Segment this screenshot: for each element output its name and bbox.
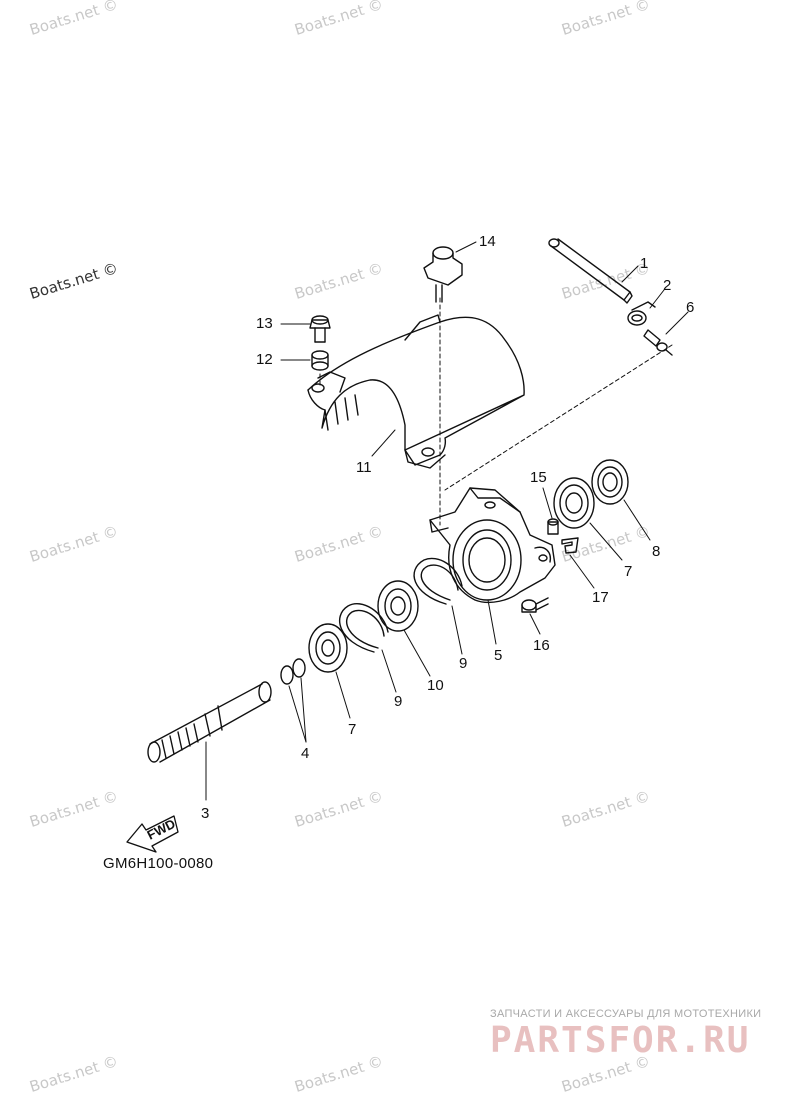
- callout-9-lower: 9: [394, 693, 402, 710]
- callout-17: 17: [592, 589, 609, 606]
- callout-12: 12: [256, 351, 273, 368]
- part-clip-plate: [561, 537, 579, 554]
- fwd-label: FWD: [145, 816, 178, 843]
- part-small-pin: [547, 518, 559, 535]
- callout-16: 16: [533, 637, 550, 654]
- part-housing-bolt: [521, 597, 549, 613]
- callout-3: 3: [201, 805, 209, 822]
- part-cover: [307, 314, 525, 469]
- callout-7-lower: 7: [348, 721, 356, 738]
- part-grease-nipple: [643, 329, 673, 356]
- callout-2: 2: [663, 277, 671, 294]
- callout-15: 15: [530, 469, 547, 486]
- part-o-rings: [280, 658, 306, 685]
- part-collar: [311, 350, 329, 371]
- part-bearing-8: [591, 459, 629, 505]
- part-bearing-7-upper: [553, 477, 595, 529]
- part-housing: [429, 487, 556, 604]
- assembly-line: [319, 297, 673, 526]
- ad-logo: PARTSFOR.RU: [490, 1020, 751, 1061]
- callout-10: 10: [427, 677, 444, 694]
- callout-1: 1: [640, 255, 648, 272]
- callout-9-upper: 9: [459, 655, 467, 672]
- callout-4: 4: [301, 745, 309, 762]
- callout-8: 8: [652, 543, 660, 560]
- part-snap-ring-lower: [339, 603, 389, 653]
- part-shaft: [147, 681, 272, 763]
- callout-13: 13: [256, 315, 273, 332]
- ad-tagline: ЗАПЧАСТИ И АКСЕССУАРЫ ДЛЯ МОТОТЕХНИКИ: [490, 1008, 762, 1020]
- callout-11: 11: [356, 459, 372, 476]
- part-bearing-7-lower: [308, 623, 348, 673]
- part-clip: [627, 301, 656, 326]
- callout-numbers: 1 2 6 14 13 12 11 15 8 7 17 16 5 9 10 9 …: [201, 233, 694, 822]
- part-bearing-10: [377, 580, 419, 632]
- part-stopper: [423, 246, 463, 303]
- part-snap-ring-upper: [413, 557, 463, 605]
- diagram-code: GM6H100-0080: [103, 855, 214, 872]
- part-bolt: [309, 315, 331, 343]
- callout-5: 5: [494, 647, 502, 664]
- callout-6: 6: [686, 299, 694, 316]
- callout-7-upper: 7: [624, 563, 632, 580]
- callout-14: 14: [479, 233, 496, 250]
- fwd-arrow: FWD: [126, 815, 179, 853]
- leader-lines: [205, 241, 689, 801]
- part-pin: [548, 238, 633, 304]
